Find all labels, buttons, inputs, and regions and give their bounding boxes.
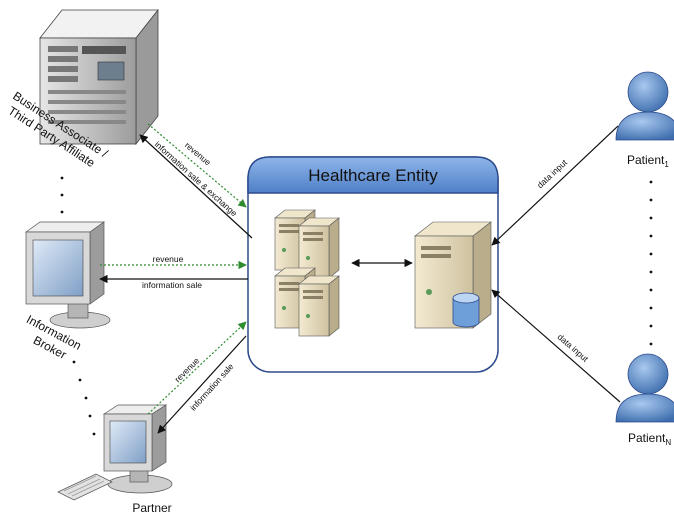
information-broker-monitor-icon xyxy=(24,221,111,329)
ba-info-arrow xyxy=(139,134,253,239)
partner-revenue-arrow xyxy=(147,321,247,415)
partner-revenue-label: revenue xyxy=(172,355,201,384)
partner-info-arrow xyxy=(157,335,247,434)
patient-n-input-label: data input xyxy=(556,332,591,364)
keyboard-icon xyxy=(57,473,113,501)
partner-computer-icon xyxy=(57,404,173,501)
server-cluster-icon xyxy=(274,209,340,337)
database-server-icon xyxy=(414,221,492,329)
patient-n-input-arrow xyxy=(491,289,621,403)
patient-n-person-icon xyxy=(615,353,674,423)
database-icon xyxy=(452,292,480,328)
partner-label: Partner xyxy=(132,501,171,515)
patient-1-input-label: data input xyxy=(535,157,570,190)
patient-1-person-icon xyxy=(615,71,674,141)
ellipsis-dots-right xyxy=(649,180,653,346)
patient-1-label: Patient1 xyxy=(627,153,669,169)
business-associate-server-icon xyxy=(39,8,159,146)
ba-revenue-arrow xyxy=(147,123,247,208)
ib-info-label: information sale xyxy=(142,280,202,290)
ib-revenue-label: revenue xyxy=(153,254,184,264)
patient-1-input-arrow xyxy=(491,125,619,246)
patient-n-label: PatientN xyxy=(628,431,671,447)
partner-info-label: information sale xyxy=(188,361,236,412)
box-title: Healthcare Entity xyxy=(308,166,438,185)
ellipsis-dots-left xyxy=(60,176,96,436)
